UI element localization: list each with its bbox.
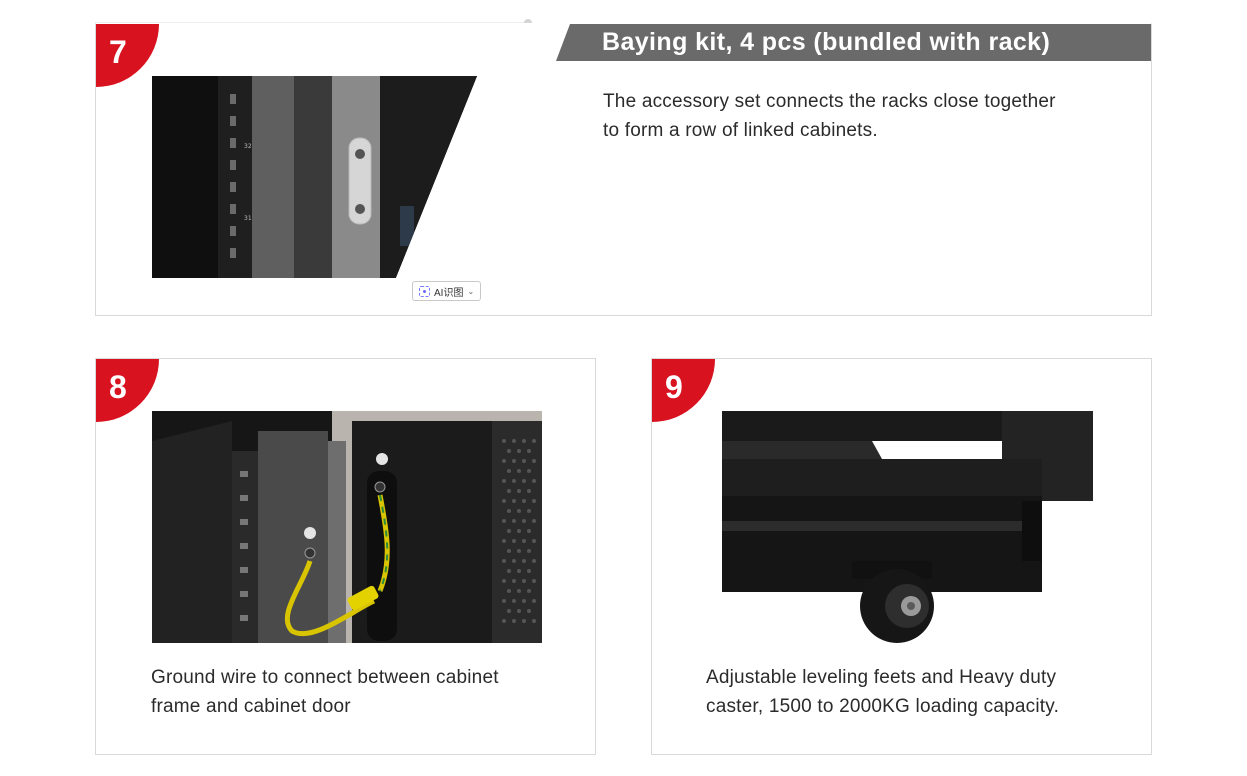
rack-unit-label: 32 [244,143,252,150]
caption-line: Adjustable leveling feets and Heavy duty [706,667,1057,688]
feature-card-baying-kit: 7 32 31 AI识图 ⌄ B [95,23,1152,316]
feature-card-caster: 9 Adjustable leveling feets and Heavy du… [651,358,1152,755]
baying-kit-photo: 32 31 [152,76,477,278]
description-line: The accessory set connects the racks clo… [603,91,1056,112]
chevron-down-icon: ⌄ [467,286,475,296]
feature-caption: Adjustable leveling feets and Heavy duty… [706,663,1146,721]
caption-line: Ground wire to connect between cabinet [151,667,499,688]
feature-card-ground-wire: 8 [95,358,596,755]
caption-line: caster, 1500 to 2000KG loading capacity. [706,696,1060,717]
feature-number-badge: 7 [96,24,159,87]
feature-description: The accessory set connects the racks clo… [603,87,1133,145]
ai-tag-label: AI识图 [434,287,464,299]
caption-line: frame and cabinet door [151,696,351,717]
ground-wire-photo [152,411,542,643]
feature-number-badge: 8 [96,359,159,422]
feature-number-badge: 9 [652,359,715,422]
feature-caption: Ground wire to connect between cabinet f… [151,663,581,721]
ai-recognize-icon [419,285,430,297]
description-line: to form a row of linked cabinets. [603,120,878,141]
rack-unit-label: 31 [244,215,252,222]
ai-recognize-button[interactable]: AI识图 ⌄ [412,281,482,301]
feature-title-bar: Baying kit, 4 pcs (bundled with rack) [556,24,1151,61]
feature-title: Baying kit, 4 pcs (bundled with rack) [602,28,1051,56]
caster-photo [722,411,1093,643]
